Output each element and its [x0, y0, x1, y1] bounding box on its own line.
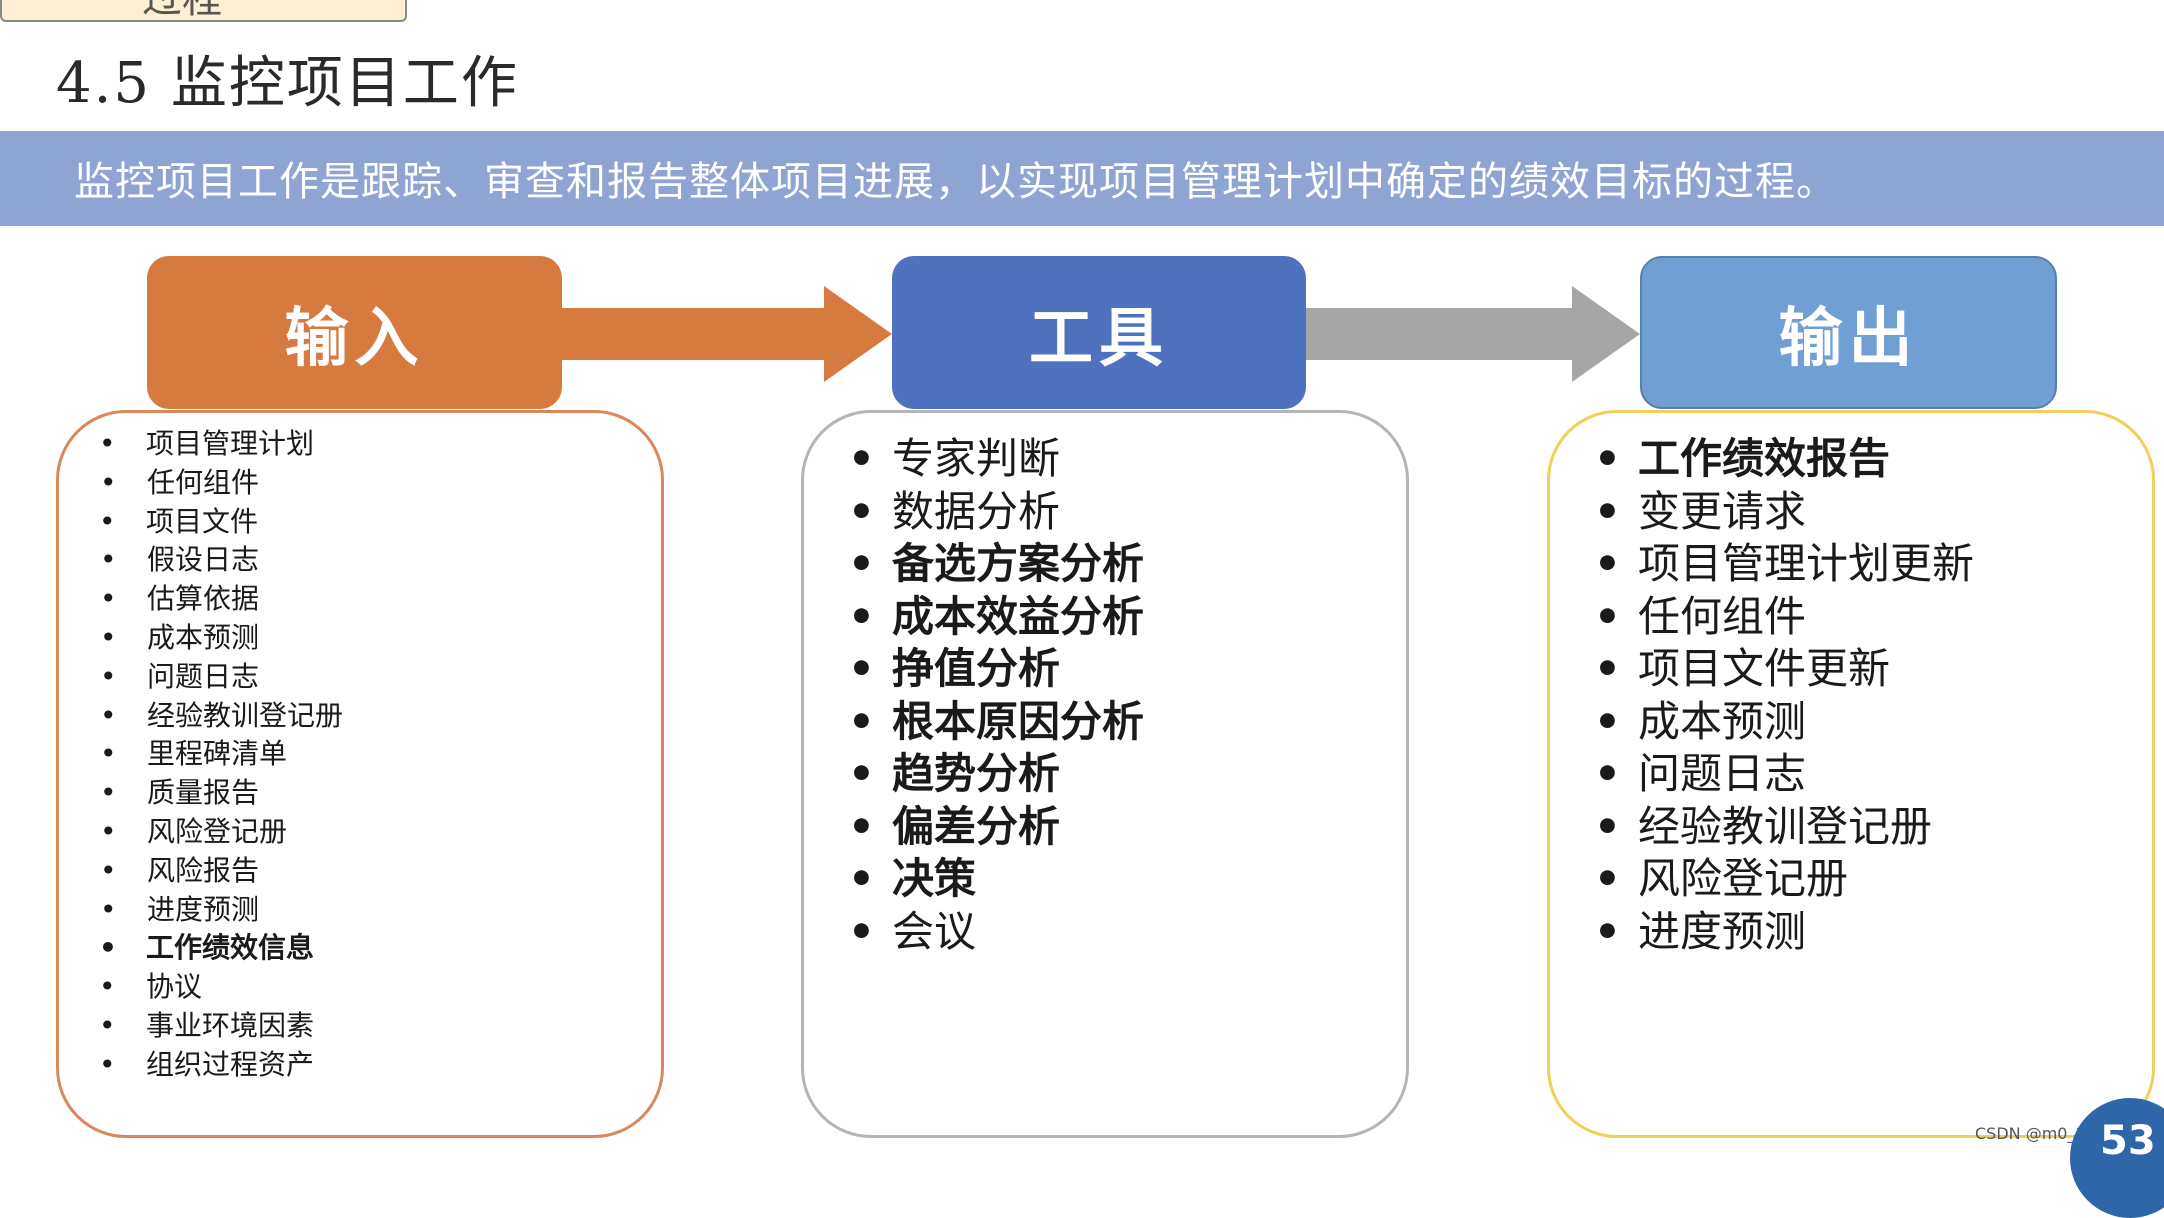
sub-list-item: 成本预测 — [0, 619, 343, 658]
list-item: 变更请求 — [1550, 486, 1974, 539]
sub-list-item: 里程碑清单 — [0, 735, 343, 774]
sub-list-item: 进度预测 — [1462, 906, 1974, 959]
sub-list-item: 备选方案分析 — [716, 538, 1144, 591]
list-item: 数据分析 — [804, 486, 1144, 539]
sub-list-item: 挣值分析 — [716, 643, 1144, 696]
tab-fragment-text: 过程 — [142, 0, 222, 24]
tools-panel: 专家判断数据分析备选方案分析成本效益分析挣值分析根本原因分析趋势分析偏差分析决策… — [801, 410, 1409, 1138]
tools-to-output-arrow — [1306, 286, 1640, 382]
sub-list-item: 经验教训登记册 — [1462, 801, 1974, 854]
sub-list-item: 任何组件 — [0, 464, 343, 503]
tools-list: 专家判断数据分析备选方案分析成本效益分析挣值分析根本原因分析趋势分析偏差分析决策… — [804, 433, 1144, 958]
tools-header: 工具 — [892, 256, 1306, 409]
definition-banner: 监控项目工作是跟踪、审查和报告整体项目进展，以实现项目管理计划中确定的绩效目标的… — [0, 131, 2164, 226]
list-item: 项目文件 — [59, 503, 343, 542]
sub-list: 任何组件 — [59, 464, 343, 503]
list-item: 工作绩效信息 — [59, 929, 343, 968]
list-item: 项目管理计划 — [59, 425, 343, 464]
list-item: 组织过程资产 — [59, 1046, 343, 1085]
sub-list-item: 成本预测 — [1462, 696, 1974, 749]
output-panel: 工作绩效报告变更请求项目管理计划更新任何组件项目文件更新成本预测问题日志经验教训… — [1547, 410, 2155, 1138]
input-list: 项目管理计划任何组件项目文件假设日志估算依据成本预测问题日志经验教训登记册里程碑… — [59, 425, 343, 1085]
page-number: 53 — [2100, 1118, 2156, 1164]
sub-list-item: 风险登记册 — [1462, 853, 1974, 906]
sub-list-item: 问题日志 — [0, 658, 343, 697]
sub-list: 假设日志估算依据成本预测问题日志经验教训登记册里程碑清单质量报告风险登记册风险报… — [59, 541, 343, 929]
input-header: 输入 — [147, 256, 562, 409]
sub-list-item: 风险报告 — [0, 852, 343, 891]
output-list: 工作绩效报告变更请求项目管理计划更新任何组件项目文件更新成本预测问题日志经验教训… — [1550, 433, 1974, 958]
previous-slide-tab: 过程 — [0, 0, 407, 22]
sub-list-item: 进度预测 — [0, 891, 343, 930]
list-item: 会议 — [804, 906, 1144, 959]
definition-text: 监控项目工作是跟踪、审查和报告整体项目进展，以实现项目管理计划中确定的绩效目标的… — [74, 159, 1837, 205]
sub-list-item: 估算依据 — [0, 580, 343, 619]
list-item: 协议 — [59, 968, 343, 1007]
sub-list-item: 成本效益分析 — [716, 591, 1144, 644]
sub-list: 成本预测问题日志经验教训登记册风险登记册进度预测 — [1550, 696, 1974, 959]
input-to-tools-arrow — [562, 286, 892, 382]
sub-list-item: 假设日志 — [0, 541, 343, 580]
sub-list-item: 根本原因分析 — [716, 696, 1144, 749]
list-item: 项目管理计划更新 — [1550, 538, 1974, 591]
output-header: 输出 — [1640, 256, 2057, 409]
sub-list-item: 质量报告 — [0, 774, 343, 813]
sub-list-item: 经验教训登记册 — [0, 697, 343, 736]
sub-list-item: 问题日志 — [1462, 748, 1974, 801]
input-panel: 项目管理计划任何组件项目文件假设日志估算依据成本预测问题日志经验教训登记册里程碑… — [56, 410, 664, 1138]
sub-list-item: 风险登记册 — [0, 813, 343, 852]
list-item: 决策 — [804, 853, 1144, 906]
list-item: 项目文件更新 — [1550, 643, 1974, 696]
sub-list-item: 偏差分析 — [716, 801, 1144, 854]
list-item: 专家判断 — [804, 433, 1144, 486]
sub-list-item: 任何组件 — [1462, 591, 1974, 644]
list-item: 工作绩效报告 — [1550, 433, 1974, 486]
sub-list: 任何组件 — [1550, 591, 1974, 644]
list-item: 事业环境因素 — [59, 1007, 343, 1046]
page-title: 4.5 监控项目工作 — [56, 51, 519, 116]
sub-list-item: 趋势分析 — [716, 748, 1144, 801]
sub-list: 备选方案分析成本效益分析挣值分析根本原因分析趋势分析偏差分析 — [804, 538, 1144, 853]
